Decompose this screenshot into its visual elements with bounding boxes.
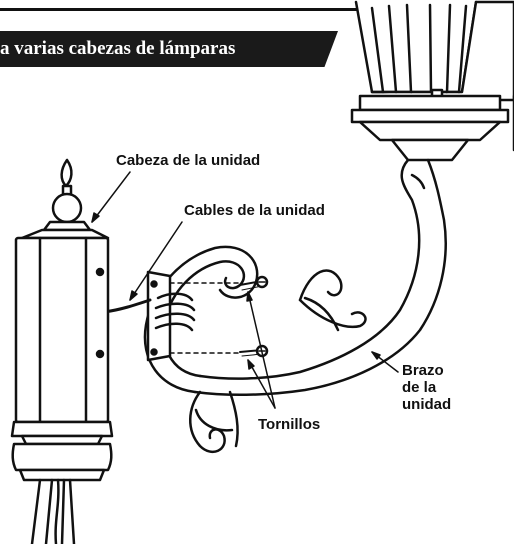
section-title: a varias cabezas de lámparas <box>0 38 236 59</box>
label-unit-cables: Cables de la unidad <box>184 202 325 219</box>
unit-head <box>10 158 114 544</box>
screws <box>169 275 269 358</box>
label-arm-line-1: Brazo <box>402 362 444 379</box>
label-unit-arm: Brazo de la unidad <box>402 362 451 413</box>
lantern-head <box>350 0 514 162</box>
label-screws: Tornillos <box>258 416 321 433</box>
title-banner <box>0 31 338 67</box>
lamp-arm <box>143 158 447 454</box>
label-unit-head: Cabeza de la unidad <box>116 152 261 169</box>
leader-lines <box>91 171 399 409</box>
label-arm-line-2: de la <box>402 379 437 396</box>
top-rule <box>0 8 514 11</box>
mounting-bracket <box>146 270 196 362</box>
label-arm-line-3: unidad <box>402 396 452 413</box>
